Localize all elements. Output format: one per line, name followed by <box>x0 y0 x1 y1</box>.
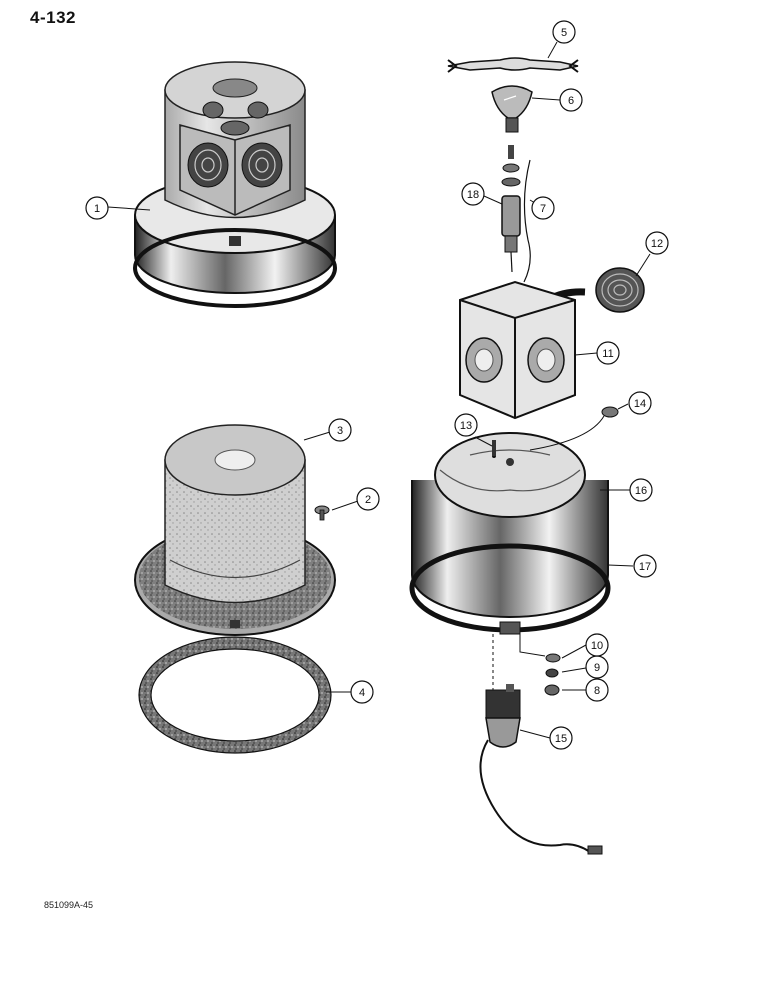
callout-7: 7 <box>531 196 555 220</box>
reflector-housing-drawing <box>459 280 576 420</box>
callout-6: 6 <box>559 88 583 112</box>
callout-number: 10 <box>591 640 603 652</box>
callout-17: 17 <box>633 554 657 578</box>
callout-circle <box>85 196 109 220</box>
gasket-drawing <box>138 636 332 754</box>
reflector-lens-drawing <box>595 267 645 313</box>
callout-4: 4 <box>350 680 374 704</box>
screw-drawing <box>314 505 330 521</box>
callout-11: 11 <box>596 341 620 365</box>
callout-number: 2 <box>365 494 371 506</box>
callout-5: 5 <box>552 20 576 44</box>
socket-drawing <box>501 145 531 283</box>
callout-circle <box>531 196 555 220</box>
callout-number: 13 <box>460 420 472 432</box>
callout-circle <box>350 680 374 704</box>
callout-number: 14 <box>634 398 646 410</box>
beacon-assembly-drawing <box>133 61 337 308</box>
callout-circle <box>628 391 652 415</box>
callout-number: 16 <box>635 485 647 497</box>
base-fastener-drawing <box>492 406 619 456</box>
callout-circle <box>356 487 380 511</box>
callout-circle <box>645 231 669 255</box>
callout-1: 1 <box>85 196 109 220</box>
callout-circle <box>328 418 352 442</box>
callout-circle <box>552 20 576 44</box>
bulb-drawing <box>491 85 533 133</box>
callout-circle <box>629 478 653 502</box>
motor-drawing <box>479 634 603 855</box>
callout-circle <box>585 633 609 657</box>
callout-number: 1 <box>94 203 100 215</box>
callout-number: 15 <box>555 733 567 745</box>
callout-circle <box>549 726 573 750</box>
callout-number: 18 <box>467 189 479 201</box>
callout-18: 18 <box>461 182 485 206</box>
callout-number: 12 <box>651 238 663 250</box>
callout-number: 4 <box>359 687 365 699</box>
callout-circle <box>633 554 657 578</box>
callout-16: 16 <box>629 478 653 502</box>
callout-number: 17 <box>639 561 651 573</box>
callout-12: 12 <box>645 231 669 255</box>
dome-lens-drawing <box>134 424 336 636</box>
washer-stack-drawing <box>519 634 561 696</box>
callout-circle <box>559 88 583 112</box>
callout-number: 11 <box>602 348 613 360</box>
callout-circle <box>585 678 609 702</box>
callout-2: 2 <box>356 487 380 511</box>
callout-8: 8 <box>585 678 609 702</box>
callout-9: 9 <box>585 655 609 679</box>
wrench-drawing <box>447 57 579 73</box>
callout-number: 8 <box>594 685 600 697</box>
figure-id: 851099A-45 <box>44 900 94 910</box>
callout-15: 15 <box>549 726 573 750</box>
callout-3: 3 <box>328 418 352 442</box>
callout-circle <box>461 182 485 206</box>
callout-number: 7 <box>540 203 546 215</box>
callout-circle <box>596 341 620 365</box>
base-drawing <box>409 432 611 635</box>
callout-circle <box>454 413 478 437</box>
callout-10: 10 <box>585 633 609 657</box>
callout-14: 14 <box>628 391 652 415</box>
callout-number: 3 <box>337 425 343 437</box>
callout-number: 6 <box>568 95 574 107</box>
page-number: 4-132 <box>30 8 76 27</box>
callout-number: 9 <box>594 662 600 674</box>
callout-number: 5 <box>561 27 567 39</box>
callout-13: 13 <box>454 413 478 437</box>
